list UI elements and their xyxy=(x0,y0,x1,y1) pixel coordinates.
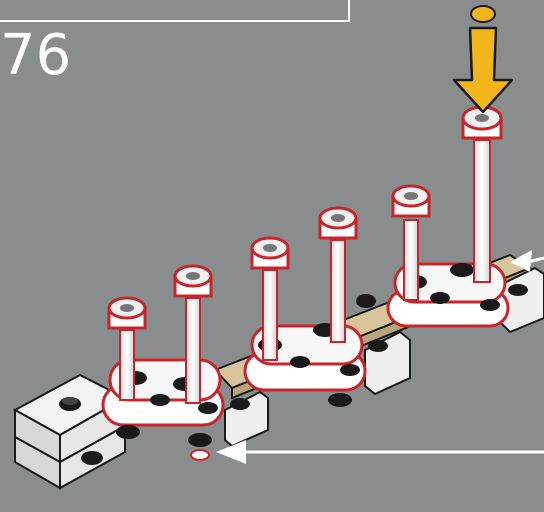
info-i-down-arrow-icon xyxy=(454,6,512,112)
white-pointer-arrow-icon-bottom xyxy=(216,440,544,464)
post-group-1 xyxy=(103,266,223,460)
post-group-3 xyxy=(388,107,508,326)
post-group-2 xyxy=(245,208,365,407)
